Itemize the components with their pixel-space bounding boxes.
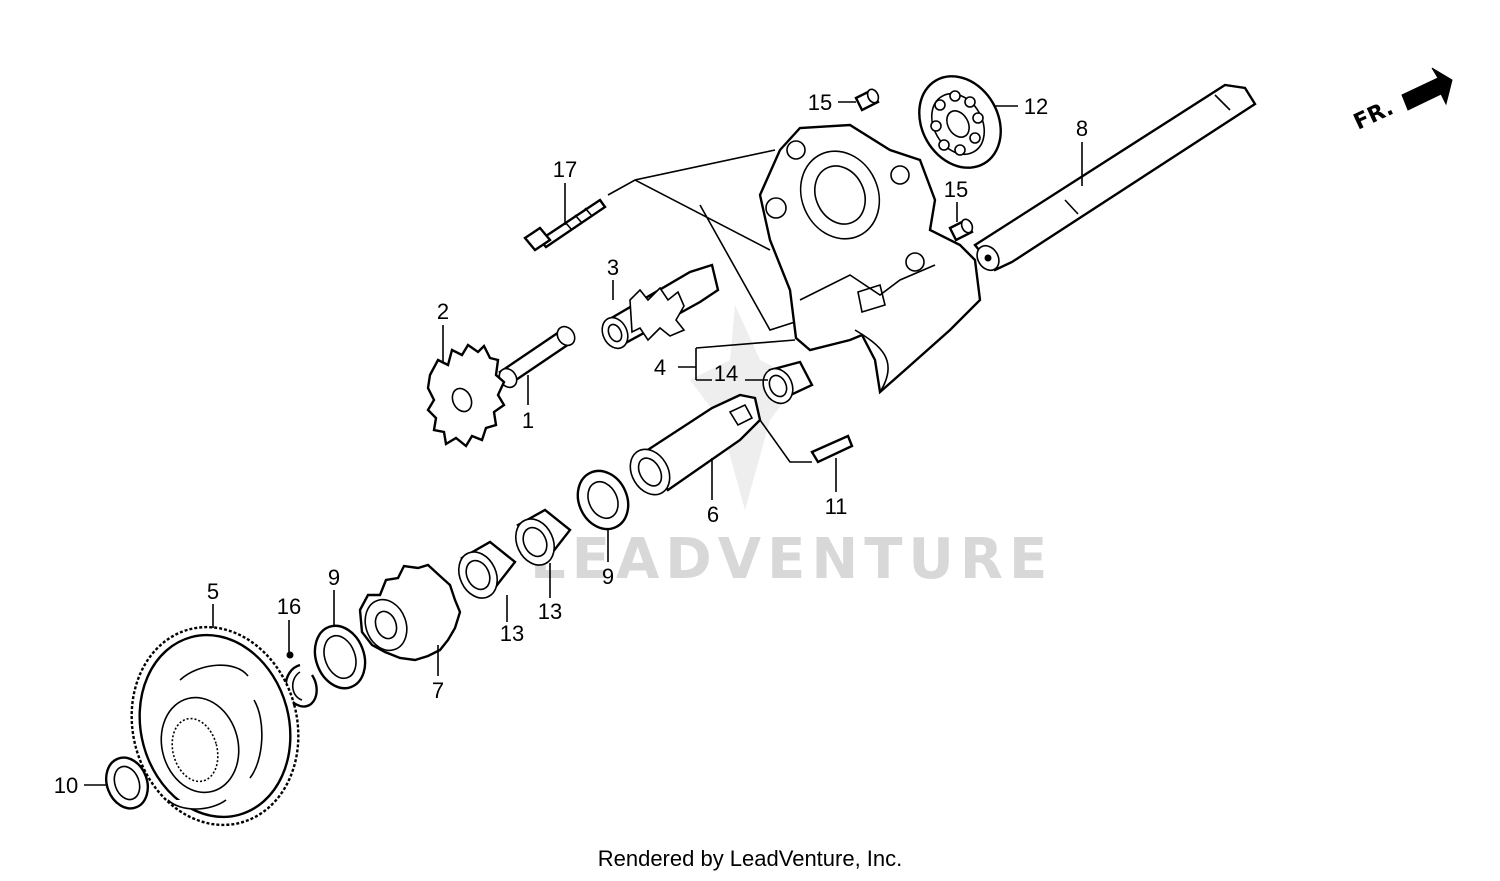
part-2-gear [426,343,506,448]
callout-7: 7 [432,678,444,703]
callouts: 1 2 3 4 5 6 7 8 9 9 10 11 12 13 13 14 15… [54,90,1088,798]
part-12-ball-bearing [918,75,1002,169]
callout-6: 6 [707,502,719,527]
part-9-thrust-washer-upper [576,469,630,531]
callout-11: 11 [825,494,848,519]
part-8-shaft [973,83,1257,272]
callout-16: 16 [277,594,301,619]
part-7-gear [358,563,462,662]
callout-12: 12 [1024,94,1048,119]
svg-text:FR.: FR. [1350,96,1397,136]
part-9-thrust-washer-lower [313,624,367,690]
callout-13-left: 13 [500,621,524,646]
part-15-dowel-pin-top [854,88,880,112]
callout-5: 5 [207,579,219,604]
callout-17: 17 [553,157,577,182]
callout-15-top: 15 [808,90,832,115]
front-direction-marker: FR. [1350,67,1453,136]
leader-lines [84,101,1083,786]
callout-10: 10 [54,773,78,798]
callout-2: 2 [437,299,449,324]
part-6-shaft [629,393,762,496]
part-17-flange-bolt [523,198,607,252]
part-3-gear [601,263,720,350]
callout-1: 1 [522,408,534,433]
part-13-needle-bearing-right [514,508,572,566]
front-arrow-icon [1401,67,1453,111]
callout-4: 4 [654,355,666,380]
callout-14: 14 [714,361,738,386]
callout-3: 3 [607,255,619,280]
callout-15-lower: 15 [944,177,968,202]
part-15-dowel-pin-lower [948,218,974,242]
footer-credit: Rendered by LeadVenture, Inc. [597,846,903,871]
part-14-needle-bearing [762,360,814,405]
part-5-large-gear [130,625,300,827]
part-10-washer [105,756,149,810]
reverse-gear-housing [758,123,982,395]
part-11-pin [810,434,854,464]
watermark-text: LEADVENTURE [530,527,1053,592]
part-16-snap-ring [284,651,318,708]
callout-13-right: 13 [538,599,562,624]
callout-9-lower: 9 [328,565,340,590]
callout-9-upper: 9 [602,564,614,589]
part-13-needle-bearing-left [457,540,517,599]
part-1-collar [498,325,576,389]
callout-8: 8 [1076,116,1088,141]
